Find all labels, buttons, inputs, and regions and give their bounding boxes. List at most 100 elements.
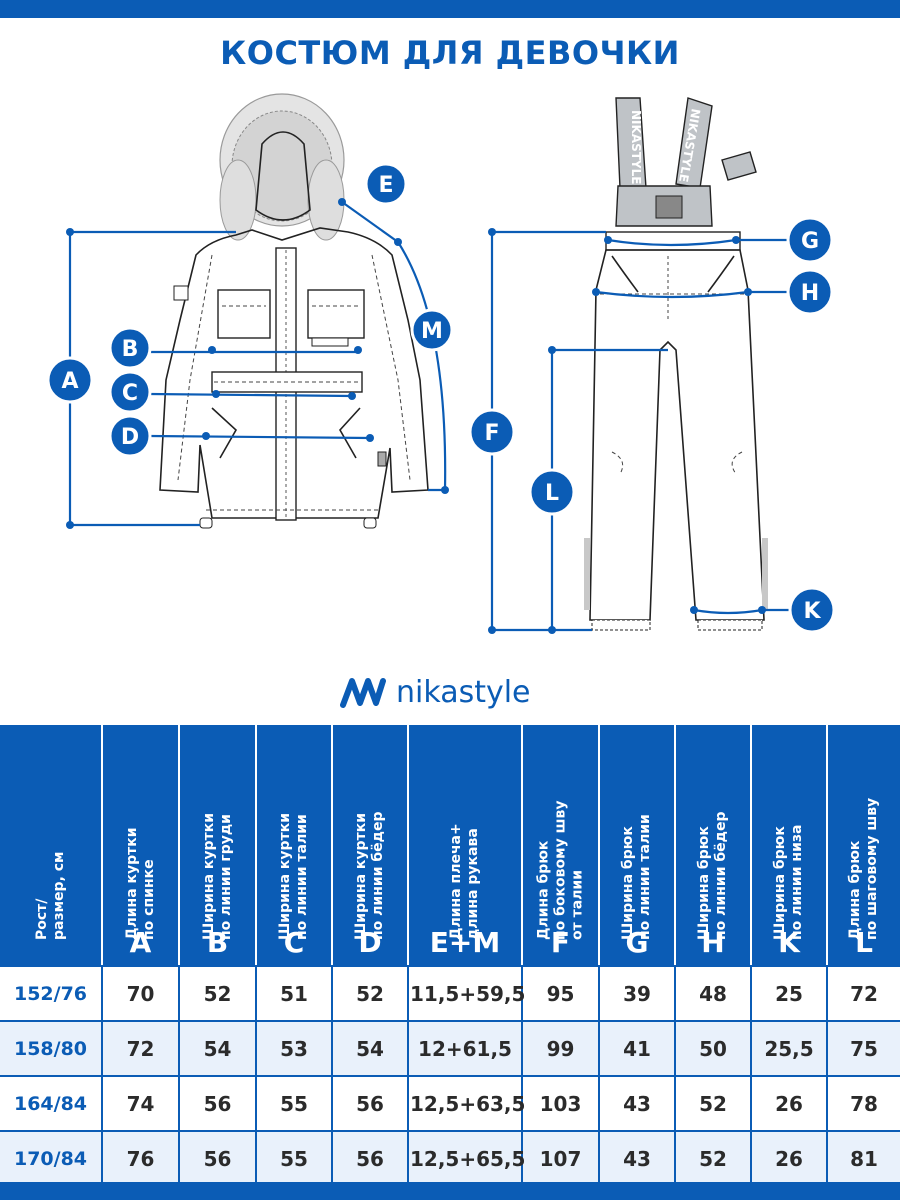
header-label: Ширина куртки по линии талии: [277, 812, 310, 940]
measure-cell: 41: [600, 1020, 676, 1075]
measure-cell: 54: [333, 1020, 409, 1075]
page-title: КОСТЮМ ДЛЯ ДЕВОЧКИ: [220, 34, 680, 72]
measure-cell: 43: [600, 1130, 676, 1185]
top-bar: [0, 0, 900, 18]
label-H: H: [786, 268, 834, 316]
measure-cell: 75: [828, 1020, 900, 1075]
measure-cell: 52: [333, 965, 409, 1020]
header-letter: G: [625, 926, 649, 959]
suspender-straps: NIKASTYLE NIKASTYLE: [615, 97, 757, 227]
header-label: Длина брюк по боковому шву от талии: [535, 800, 585, 940]
measure-cell: 52: [180, 965, 257, 1020]
svg-text:H: H: [801, 281, 819, 306]
size-cell: 158/80: [0, 1020, 103, 1075]
svg-text:B: B: [122, 337, 139, 362]
measure-cell: 55: [257, 1075, 333, 1130]
measure-cell: 52: [676, 1075, 752, 1130]
header-label: Ширина куртки по линии груди: [200, 812, 234, 940]
measure-cell: 55: [257, 1130, 333, 1185]
measure-cell: 48: [676, 965, 752, 1020]
measure-cell: 107: [523, 1130, 600, 1185]
brand-name: nikastyle: [396, 674, 531, 710]
measure-cell: 53: [257, 1020, 333, 1075]
measure-cell: 103: [523, 1075, 600, 1130]
measure-cell: 26: [752, 1130, 828, 1185]
label-D: D: [108, 414, 152, 458]
size-cell: 164/84: [0, 1075, 103, 1130]
header-letter: K: [778, 926, 800, 959]
measure-cell: 11,5+59,5: [409, 965, 525, 1020]
measure-cell: 78: [828, 1075, 900, 1130]
measure-cell: 52: [676, 1130, 752, 1185]
jacket-drawing: [159, 93, 429, 529]
header-label: Ширина брюк по линии бёдер: [696, 811, 729, 941]
measure-cell: 56: [333, 1130, 409, 1185]
svg-text:A: A: [61, 369, 78, 394]
measure-cell: 56: [180, 1130, 257, 1185]
header-label: Рост/ размер, см: [33, 851, 67, 941]
size-cell: 170/84: [0, 1130, 103, 1185]
measure-cell: 70: [103, 965, 180, 1020]
header-letter: B: [206, 926, 229, 959]
measure-cell: 43: [600, 1075, 676, 1130]
svg-text:NIKASTYLE: NIKASTYLE: [629, 110, 643, 184]
header-letter: A: [129, 926, 152, 959]
measure-cell: 72: [103, 1020, 180, 1075]
measure-cell: 51: [257, 965, 333, 1020]
measure-cell: 56: [333, 1075, 409, 1130]
label-F: F: [468, 408, 516, 456]
label-M: M: [410, 308, 454, 352]
measure-cell: 39: [600, 965, 676, 1020]
svg-text:M: M: [421, 319, 443, 344]
header-letter: E+M: [429, 926, 501, 959]
nikastyle-logo-icon: [340, 678, 386, 708]
svg-text:L: L: [545, 481, 559, 506]
header-label: Ширина куртки по линии бёдер: [353, 811, 386, 941]
jacket-measurements: A B C D E M: [46, 162, 454, 529]
label-B: B: [108, 326, 152, 370]
label-A: A: [46, 356, 94, 404]
header-label: Длина куртки по спинке: [123, 827, 157, 940]
svg-text:E: E: [378, 173, 393, 198]
measure-cell: 12+61,5: [409, 1020, 523, 1075]
header-letter: D: [358, 926, 382, 959]
svg-text:F: F: [484, 421, 499, 446]
bottom-bar: [0, 1182, 900, 1200]
header-label: Ширина брюк по линии талии: [620, 814, 653, 940]
table-header-col-0: Рост/ размер, см: [0, 725, 103, 965]
header-label: Ширина брюк по линии низа: [772, 824, 805, 940]
measure-cell: 54: [180, 1020, 257, 1075]
measure-cell: 72: [828, 965, 900, 1020]
header-label: Длина плеча+ длина рукава: [448, 823, 481, 940]
measure-cell: 76: [103, 1130, 180, 1185]
label-L: L: [528, 468, 576, 516]
measure-cell: 25: [752, 965, 828, 1020]
brand-logo: nikastyle: [340, 668, 580, 716]
label-C: C: [108, 370, 152, 414]
svg-text:C: C: [122, 381, 138, 406]
measure-cell: 50: [676, 1020, 752, 1075]
pants-measurements: F L G H K: [468, 216, 836, 634]
measure-cell: 56: [180, 1075, 257, 1130]
label-E: E: [364, 162, 408, 206]
header-letter: L: [855, 926, 873, 959]
pants-drawing: NIKASTYLE NIKASTYLE: [584, 97, 768, 631]
header-letter: H: [701, 926, 725, 959]
measure-cell: 12,5+63,5: [409, 1075, 525, 1130]
label-G: G: [786, 216, 834, 264]
measure-cell: 74: [103, 1075, 180, 1130]
measure-cell: 12,5+65,5: [409, 1130, 525, 1185]
header-letter: F: [550, 926, 571, 959]
